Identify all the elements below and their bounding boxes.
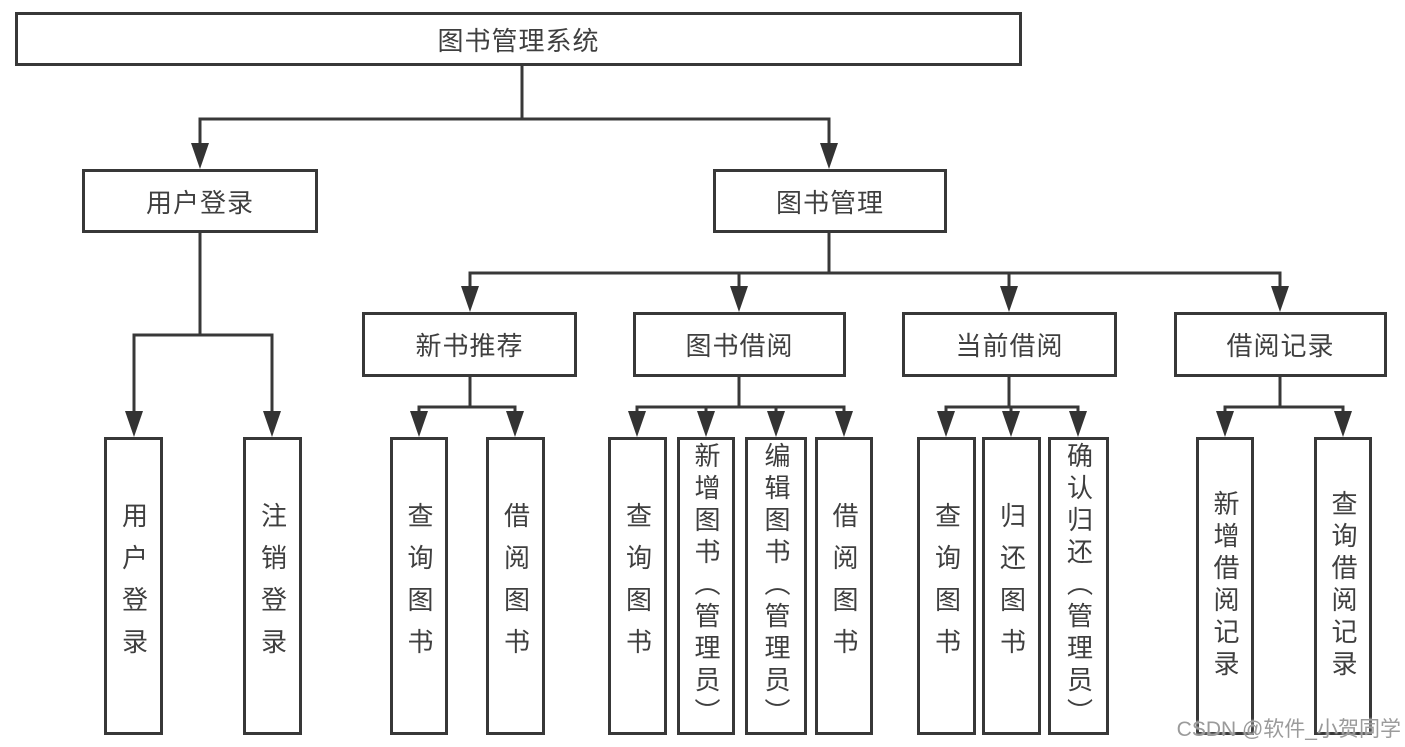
leaf-query-books-3: 查询图书 xyxy=(917,437,976,735)
leaf-add-book-admin: 新增图书（管理员） xyxy=(677,437,735,735)
node-new-book-recommend: 新书推荐 xyxy=(362,312,577,377)
leaf-return-book: 归还图书 xyxy=(982,437,1041,735)
node-root-label: 图书管理系统 xyxy=(437,25,600,56)
leaf-borrow-books-1: 借阅图书 xyxy=(486,437,545,735)
node-user-login: 用户登录 xyxy=(82,169,318,233)
node-current-borrow: 当前借阅 xyxy=(902,312,1117,377)
leaf-add-borrow-record-label: 新增借阅记录 xyxy=(1210,490,1240,682)
connector-borrow-to-leaves xyxy=(628,377,853,437)
connector-mgmt-to-level3 xyxy=(461,233,1289,312)
connector-login-to-leaves xyxy=(125,233,281,437)
leaf-logout-label: 注销登录 xyxy=(257,502,288,670)
node-borrow-records: 借阅记录 xyxy=(1174,312,1387,377)
leaf-query-borrow-record-label: 查询借阅记录 xyxy=(1328,490,1358,682)
leaf-query-books-2-label: 查询图书 xyxy=(622,502,653,670)
leaf-add-book-admin-label: 新增图书（管理员） xyxy=(691,442,721,730)
node-user-login-label: 用户登录 xyxy=(145,187,254,218)
leaf-edit-book-admin-label: 编辑图书（管理员） xyxy=(761,442,791,730)
node-book-borrow-label: 图书借阅 xyxy=(685,331,794,361)
node-book-management: 图书管理 xyxy=(713,169,947,233)
leaf-edit-book-admin: 编辑图书（管理员） xyxy=(745,437,807,735)
connector-records-to-leaves xyxy=(1216,377,1352,437)
leaf-borrow-books-2-label: 借阅图书 xyxy=(829,502,859,670)
connector-current-to-leaves xyxy=(937,377,1087,437)
node-new-book-recommend-label: 新书推荐 xyxy=(415,331,524,361)
leaf-query-borrow-record: 查询借阅记录 xyxy=(1314,437,1372,735)
leaf-query-books-2: 查询图书 xyxy=(608,437,667,735)
leaf-query-books-3-label: 查询图书 xyxy=(931,502,962,670)
leaf-confirm-return-admin: 确认归还（管理员） xyxy=(1048,437,1109,735)
leaf-return-book-label: 归还图书 xyxy=(996,502,1027,670)
node-root-system: 图书管理系统 xyxy=(15,12,1022,66)
leaf-borrow-books-2: 借阅图书 xyxy=(815,437,873,735)
leaf-user-login: 用户登录 xyxy=(104,437,163,735)
node-current-borrow-label: 当前借阅 xyxy=(955,331,1064,361)
leaf-confirm-return-admin-label: 确认归还（管理员） xyxy=(1063,442,1094,730)
leaf-query-books-1-label: 查询图书 xyxy=(404,502,434,670)
csdn-watermark: CSDN @软件_小贺同学 xyxy=(1176,718,1401,741)
connector-rec-to-leaves xyxy=(410,377,524,437)
leaf-borrow-books-1-label: 借阅图书 xyxy=(500,502,531,670)
node-book-borrow: 图书借阅 xyxy=(633,312,846,377)
node-book-management-label: 图书管理 xyxy=(775,187,884,218)
leaf-user-login-label: 用户登录 xyxy=(118,502,149,670)
connector-root-to-level2 xyxy=(191,64,838,169)
leaf-add-borrow-record: 新增借阅记录 xyxy=(1196,437,1254,735)
leaf-logout: 注销登录 xyxy=(243,437,302,735)
node-borrow-records-label: 借阅记录 xyxy=(1226,331,1335,361)
leaf-query-books-1: 查询图书 xyxy=(390,437,448,735)
